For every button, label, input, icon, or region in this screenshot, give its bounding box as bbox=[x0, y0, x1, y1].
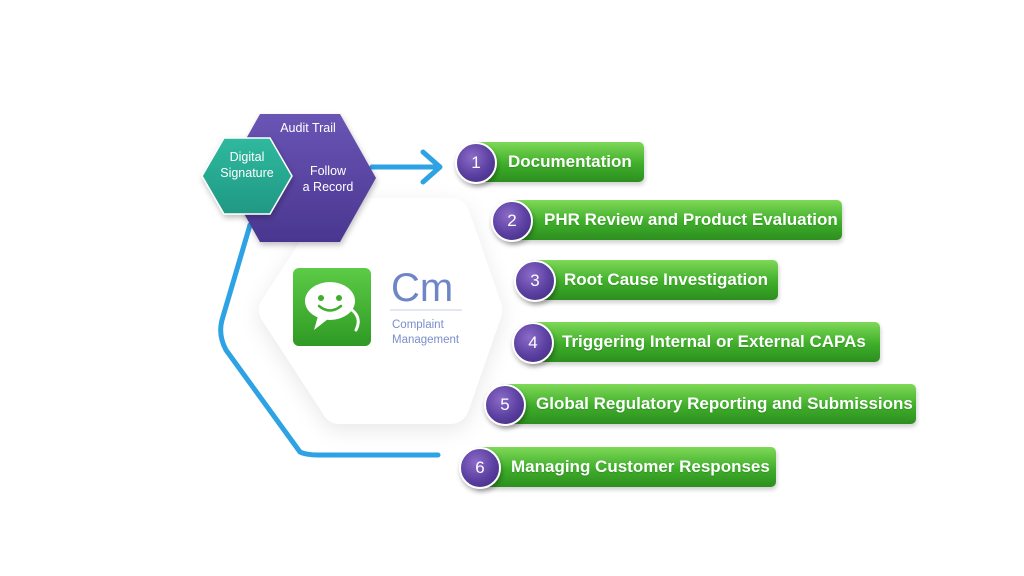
step-label-1: Documentation bbox=[508, 152, 632, 171]
signature-label: Signature bbox=[220, 166, 274, 180]
step-label-2: PHR Review and Product Evaluation bbox=[544, 210, 838, 229]
teal-hexagon bbox=[201, 137, 293, 215]
arrow-right-icon bbox=[420, 149, 443, 185]
a-record-label: a Record bbox=[302, 180, 354, 194]
logo-abbr: Cm bbox=[391, 266, 454, 310]
step-label-4: Triggering Internal or External CAPAs bbox=[562, 332, 866, 351]
step-label-5: Global Regulatory Reporting and Submissi… bbox=[536, 394, 913, 413]
step-number-1: 1 bbox=[455, 142, 497, 184]
step-number-6: 6 bbox=[459, 447, 501, 489]
step-bar-1: Documentation bbox=[470, 142, 644, 182]
center-hexagon bbox=[259, 198, 502, 424]
step-bar-4: Triggering Internal or External CAPAs bbox=[526, 322, 880, 362]
audit-trail-label: Audit Trail bbox=[280, 121, 336, 135]
step-label-3: Root Cause Investigation bbox=[564, 270, 769, 289]
step-number-4: 4 bbox=[512, 322, 554, 364]
step-number-5: 5 bbox=[484, 384, 526, 426]
step-bar-2: PHR Review and Product Evaluation bbox=[506, 200, 842, 240]
step-label-6: Managing Customer Responses bbox=[511, 457, 770, 476]
step-number-3: 3 bbox=[514, 260, 556, 302]
step-number-2: 2 bbox=[491, 200, 533, 242]
logo-subtitle-line1: Complaint bbox=[392, 319, 444, 331]
step-bar-6: Managing Customer Responses bbox=[474, 447, 776, 487]
logo-subtitle-line2: Management bbox=[392, 334, 460, 346]
step-bar-5: Global Regulatory Reporting and Submissi… bbox=[498, 384, 916, 424]
digital-label: Digital bbox=[229, 150, 265, 164]
chat-bubble-icon bbox=[293, 268, 371, 346]
blue-connector-line bbox=[218, 222, 441, 458]
follow-label: Follow bbox=[309, 164, 347, 178]
step-bar-3: Root Cause Investigation bbox=[528, 260, 778, 300]
